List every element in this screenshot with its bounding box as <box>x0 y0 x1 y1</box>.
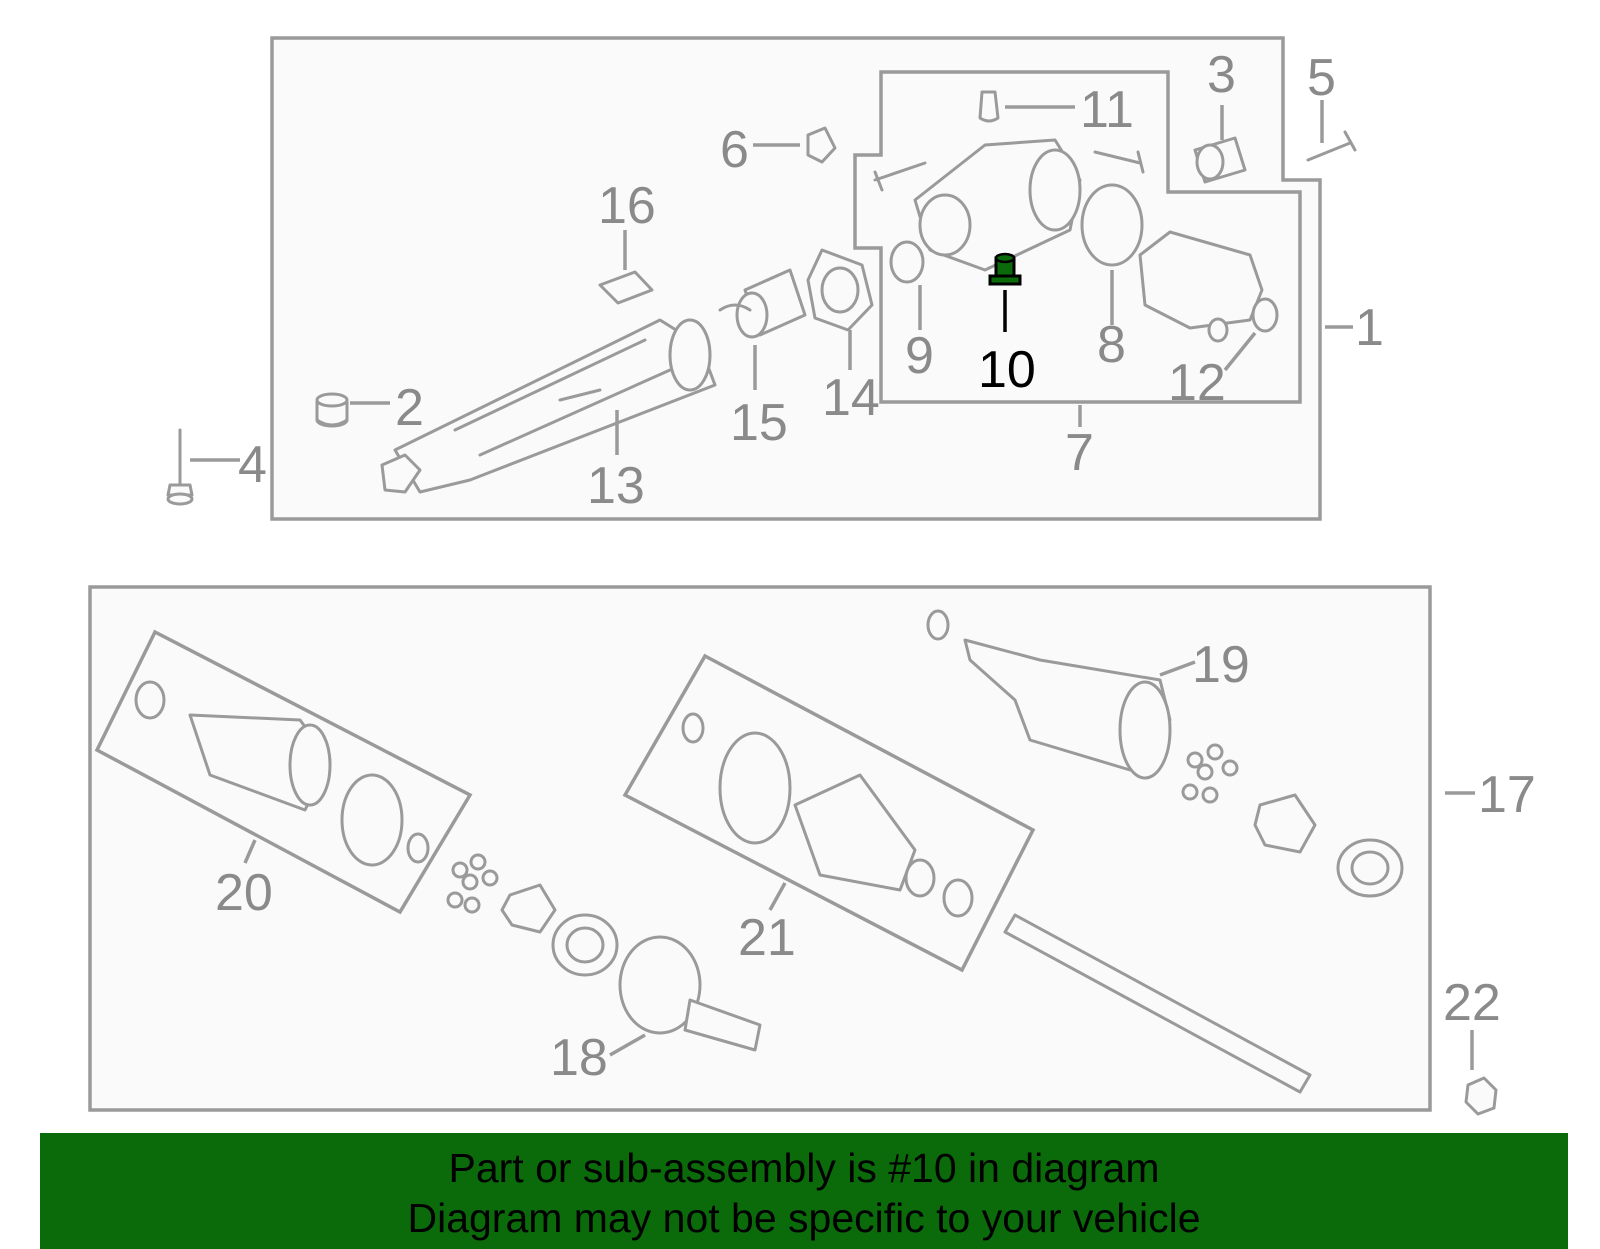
sensor-block-part <box>598 270 654 305</box>
boot-part <box>134 680 430 867</box>
inner-joint-part <box>446 853 762 1052</box>
callout-5: 5 <box>1307 49 1336 107</box>
gasket-part <box>806 248 874 332</box>
axle-shaft-part <box>1003 913 1312 1094</box>
callout-12: 12 <box>1168 354 1226 412</box>
callout-8: 8 <box>1097 316 1126 374</box>
callout-19: 19 <box>1192 636 1250 694</box>
axle-tube-part <box>380 318 717 494</box>
callout-18: 18 <box>550 1029 608 1087</box>
differential-housing-part <box>913 138 1082 272</box>
callout-15: 15 <box>730 394 788 452</box>
callout-14: 14 <box>822 369 880 427</box>
callout-17: 17 <box>1478 766 1536 824</box>
bolt-part <box>1093 150 1145 174</box>
callout-16: 16 <box>598 177 656 235</box>
clip-part <box>806 126 837 164</box>
bushing-part <box>1193 136 1247 184</box>
plug-part <box>315 392 349 428</box>
bolt-part <box>873 161 927 192</box>
banner-line-disclaimer: Diagram may not be specific to your vehi… <box>407 1195 1201 1241</box>
callout-1: 1 <box>1355 299 1384 357</box>
callout-7: 7 <box>1065 424 1094 482</box>
o-ring-part <box>889 240 925 284</box>
leader-lines <box>190 100 1475 1070</box>
callout-4: 4 <box>238 436 267 494</box>
callout-6: 6 <box>720 121 749 179</box>
outer-joint-part <box>926 609 1404 898</box>
callout-10-highlighted: 10 <box>978 341 1036 399</box>
callout-9: 9 <box>905 327 934 385</box>
actuator-part <box>718 268 807 339</box>
info-banner: Part or sub-assembly is #10 in diagram D… <box>40 1133 1568 1249</box>
oil-seal-part <box>1251 297 1279 333</box>
banner-line-part-number: Part or sub-assembly is #10 in diagram <box>448 1145 1160 1191</box>
drain-plug-part-highlighted <box>988 252 1022 286</box>
boot-kit-box <box>94 629 473 915</box>
boot-part <box>681 712 974 918</box>
long-bolt-part <box>166 428 194 506</box>
plug-part <box>1207 317 1229 343</box>
callout-21: 21 <box>738 909 796 967</box>
callout-11: 11 <box>1080 81 1134 139</box>
hub-nut-part <box>1464 1076 1498 1116</box>
callout-2: 2 <box>395 379 424 437</box>
seal-ring-part <box>1080 183 1144 267</box>
bolt-part <box>1306 130 1357 162</box>
callout-22: 22 <box>1443 974 1501 1032</box>
vent-cap-part <box>978 90 1000 123</box>
callout-13: 13 <box>587 457 645 515</box>
boot-kit-box <box>622 653 1036 973</box>
callout-3: 3 <box>1207 46 1236 104</box>
callout-20: 20 <box>215 864 273 922</box>
